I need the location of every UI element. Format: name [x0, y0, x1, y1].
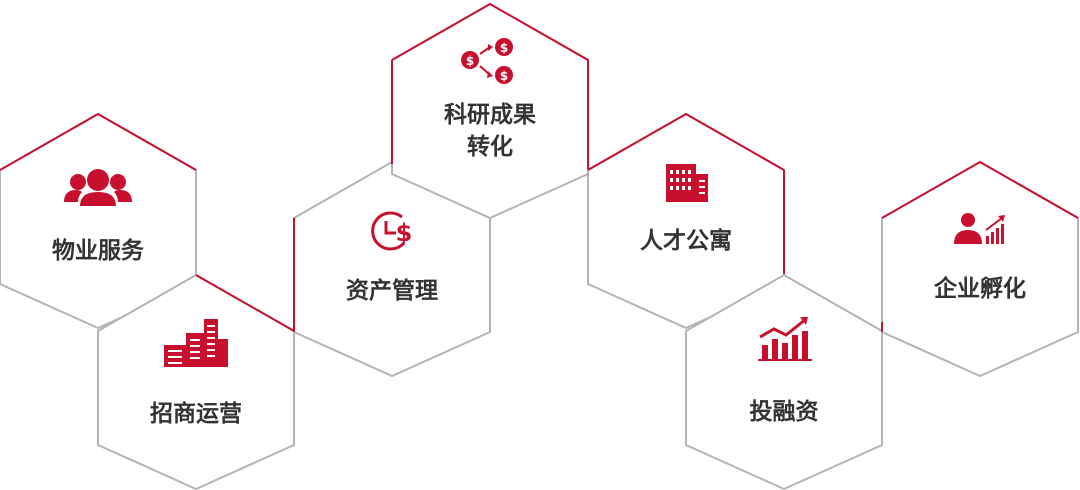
hexagon-property: 物业服务 — [0, 112, 197, 330]
hexagon-asset: $ 资产管理 — [293, 160, 491, 378]
hexagon-label-property: 物业服务 — [52, 237, 145, 264]
money-flow-icon: $ $ $ — [461, 38, 513, 84]
hexagon-incubation: 企业孵化 — [881, 160, 1079, 378]
clock-dollar-icon: $ — [371, 211, 413, 251]
hexagon-label-investment: 招商运营 — [150, 400, 242, 427]
hexagon-finance: 投融资 — [685, 273, 883, 490]
hexagon-label-talent: 人才公寓 — [640, 227, 732, 254]
hexagon-label-asset: 资产管理 — [346, 277, 438, 304]
business-person-growth-icon — [954, 213, 1005, 244]
hexagon-investment: 招商运营 — [97, 273, 295, 490]
hexagon-label-tech-line2: 转化 — [467, 133, 513, 160]
svg-text:$: $ — [396, 219, 413, 247]
svg-text:$: $ — [466, 54, 474, 68]
hexagon-label-finance: 投融资 — [750, 399, 819, 425]
hexagon-talent: 人才公寓 — [587, 112, 785, 330]
growth-chart-icon — [758, 317, 812, 361]
apartment-building-icon — [666, 164, 708, 202]
hexagon-tech: $ $ $ 科研成果 转化 — [391, 2, 589, 220]
people-group-icon — [64, 169, 132, 206]
svg-text:$: $ — [500, 69, 508, 83]
svg-text:$: $ — [500, 41, 508, 55]
buildings-icon — [164, 319, 228, 367]
hexagon-label-incubation: 企业孵化 — [933, 275, 1026, 302]
hexagon-label-tech-line1: 科研成果 — [444, 102, 536, 128]
